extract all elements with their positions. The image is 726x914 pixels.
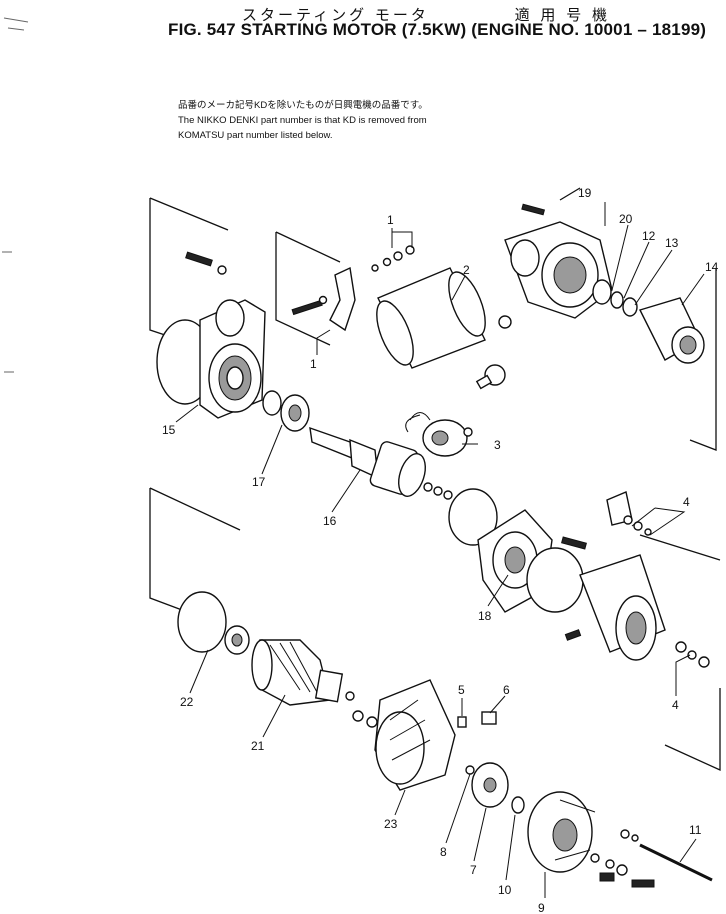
housing-15 xyxy=(156,251,266,419)
plate-18 xyxy=(448,488,587,613)
note-line-1: The NIKKO DENKI part number is that KD i… xyxy=(178,115,427,126)
bearing-17 xyxy=(262,390,310,432)
note-jp: 品番のメーカ記号KDを除いたものが日興電機の品番です。 xyxy=(178,100,428,111)
callout-4a: 4 xyxy=(683,495,690,509)
ring-22 xyxy=(177,591,250,655)
callout-21: 21 xyxy=(251,739,265,753)
callout-3: 3 xyxy=(494,438,501,452)
callout-15: 15 xyxy=(162,423,176,437)
callout-13: 13 xyxy=(665,236,679,250)
callout-labels: 1 1 2 3 4 4 5 6 7 8 9 10 11 12 13 14 15 … xyxy=(162,186,719,914)
armature-21 xyxy=(251,639,378,728)
callout-1a: 1 xyxy=(387,213,394,227)
end-cover-9 xyxy=(527,791,713,888)
callout-12: 12 xyxy=(642,229,656,243)
callout-5: 5 xyxy=(458,683,465,697)
yoke-frame xyxy=(564,491,710,668)
note-line-2: KOMATSU part number listed below. xyxy=(178,130,333,141)
callout-7: 7 xyxy=(470,863,477,877)
callout-22: 22 xyxy=(180,695,194,709)
shaft-16 xyxy=(309,426,453,500)
callout-8: 8 xyxy=(440,845,447,859)
callout-9: 9 xyxy=(538,901,545,914)
callout-1b: 1 xyxy=(310,357,317,371)
cage-23 xyxy=(374,679,456,791)
callout-20: 20 xyxy=(619,212,633,226)
solenoid-2 xyxy=(376,267,512,390)
callout-6: 6 xyxy=(503,683,510,697)
scan-marks xyxy=(2,17,29,373)
japanese-title: スターティング モータ 適 用 号 機 xyxy=(242,4,610,25)
callout-19: 19 xyxy=(578,186,592,200)
callout-16: 16 xyxy=(323,514,337,528)
front-housing-19 xyxy=(504,203,613,319)
callout-4b: 4 xyxy=(672,698,679,712)
callout-leaders xyxy=(175,202,705,898)
callout-10: 10 xyxy=(498,883,512,897)
callout-14: 14 xyxy=(705,260,719,274)
callout-23: 23 xyxy=(384,817,398,831)
assembly-brackets xyxy=(149,187,721,772)
figure-title: FIG. 547 STARTING MOTOR (7.5KW) (ENGINE … xyxy=(168,20,707,39)
callout-18: 18 xyxy=(478,609,492,623)
lever-1 xyxy=(291,245,415,332)
small-parts xyxy=(457,711,525,814)
brush-3 xyxy=(405,412,473,457)
notes-block: 品番のメーカ記号KDを除いたものが日興電機の品番です。 The NIKKO DE… xyxy=(178,98,428,143)
callout-17: 17 xyxy=(252,475,266,489)
pinion-group xyxy=(592,279,705,364)
callout-2: 2 xyxy=(463,263,470,277)
callout-11: 11 xyxy=(689,823,702,837)
japanese-applicable-text: 適 用 号 機 xyxy=(514,6,610,24)
japanese-title-text: スターティング モータ xyxy=(242,6,429,24)
